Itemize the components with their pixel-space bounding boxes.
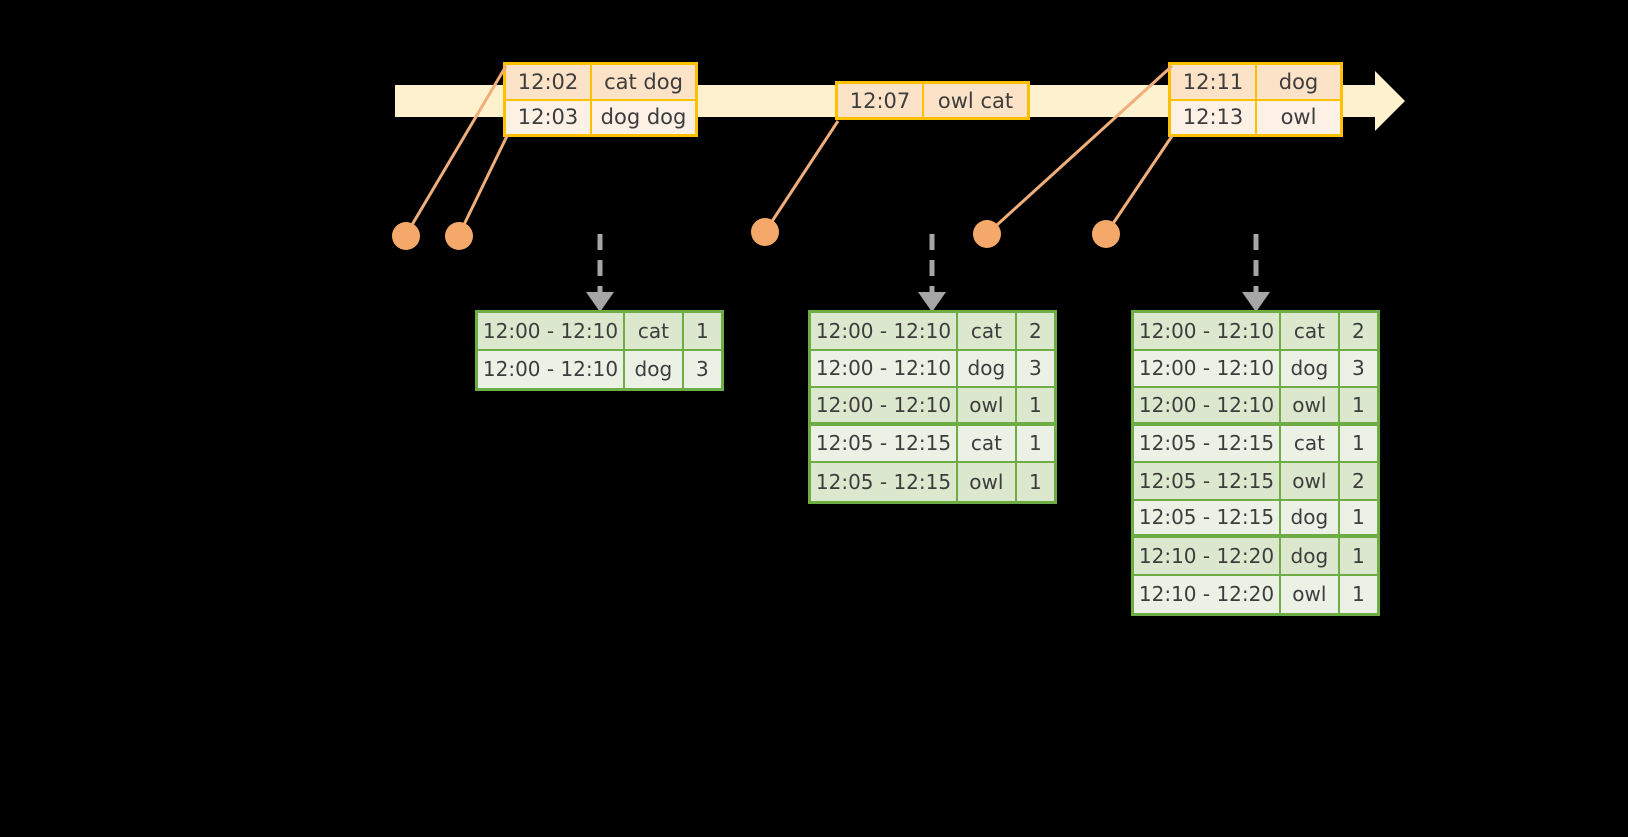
table-row: 12:05 - 12:15 cat 1 bbox=[811, 425, 1054, 463]
cell-count: 2 bbox=[1016, 313, 1054, 349]
cell-word: dog bbox=[1280, 350, 1340, 386]
event-markers bbox=[392, 218, 1120, 250]
cell-word: dog bbox=[624, 350, 684, 388]
dashed-arrows bbox=[597, 234, 1259, 292]
result-table-3[interactable]: 12:00 - 12:10 cat 2 12:00 - 12:10 dog 3 … bbox=[1131, 310, 1380, 616]
table-row: 12:05 - 12:15 owl 1 bbox=[811, 463, 1054, 501]
cell-window: 12:05 - 12:15 bbox=[1134, 425, 1281, 461]
event-words: owl bbox=[1257, 100, 1340, 134]
table-row: 12:05 - 12:15 dog 1 bbox=[1134, 500, 1377, 538]
result-table-2[interactable]: 12:00 - 12:10 cat 2 12:00 - 12:10 dog 3 … bbox=[808, 310, 1057, 504]
cell-word: owl bbox=[1280, 575, 1340, 613]
cell-word: dog bbox=[957, 350, 1017, 386]
connector-line-5 bbox=[1104, 135, 1174, 235]
cell-count: 1 bbox=[1339, 500, 1377, 534]
cell-window: 12:00 - 12:10 bbox=[478, 313, 625, 349]
event-words: dog bbox=[1257, 65, 1340, 99]
timeline-arrowhead bbox=[1375, 71, 1405, 131]
cell-word: cat bbox=[624, 313, 684, 349]
cell-word: owl bbox=[957, 388, 1017, 422]
dashed-arrowhead-1 bbox=[586, 292, 614, 312]
cell-count: 1 bbox=[1016, 425, 1054, 461]
table-row: 12:00 - 12:10 cat 1 bbox=[478, 313, 721, 351]
cell-count: 1 bbox=[1339, 575, 1377, 613]
cell-count: 1 bbox=[1339, 538, 1377, 574]
dashed-arrowhead-3 bbox=[1242, 292, 1270, 312]
event-row: 12:13 owl bbox=[1171, 98, 1340, 134]
connector-line-2 bbox=[457, 135, 509, 236]
table-row: 12:00 - 12:10 dog 3 bbox=[1134, 350, 1377, 388]
cell-window: 12:00 - 12:10 bbox=[478, 350, 625, 388]
cell-window: 12:00 - 12:10 bbox=[1134, 350, 1281, 386]
event-box-2[interactable]: 12:07 owl cat bbox=[835, 81, 1030, 120]
event-time: 12:03 bbox=[506, 100, 592, 134]
table-row: 12:00 - 12:10 owl 1 bbox=[1134, 388, 1377, 426]
cell-word: owl bbox=[957, 463, 1017, 501]
cell-window: 12:00 - 12:10 bbox=[811, 388, 958, 422]
event-marker-2[interactable] bbox=[445, 222, 473, 250]
dashed-arrowheads bbox=[586, 292, 1270, 312]
cell-count: 3 bbox=[1016, 350, 1054, 386]
cell-window: 12:10 - 12:20 bbox=[1134, 575, 1281, 613]
event-row: 12:07 owl cat bbox=[838, 84, 1027, 117]
table-row: 12:00 - 12:10 dog 3 bbox=[811, 350, 1054, 388]
table-row: 12:05 - 12:15 cat 1 bbox=[1134, 425, 1377, 463]
event-row: 12:03 dog dog bbox=[506, 98, 695, 134]
cell-window: 12:05 - 12:15 bbox=[811, 425, 958, 461]
cell-word: cat bbox=[1280, 313, 1340, 349]
cell-window: 12:00 - 12:10 bbox=[1134, 388, 1281, 422]
cell-word: owl bbox=[1280, 463, 1340, 499]
cell-count: 1 bbox=[683, 313, 721, 349]
dashed-arrowhead-2 bbox=[918, 292, 946, 312]
cell-count: 1 bbox=[1339, 425, 1377, 461]
event-marker-5[interactable] bbox=[1092, 220, 1120, 248]
table-row: 12:00 - 12:10 owl 1 bbox=[811, 388, 1054, 426]
cell-count: 1 bbox=[1016, 463, 1054, 501]
event-box-1[interactable]: 12:02 cat dog 12:03 dog dog bbox=[503, 62, 698, 137]
cell-window: 12:00 - 12:10 bbox=[811, 313, 958, 349]
cell-count: 3 bbox=[1339, 350, 1377, 386]
event-time: 12:02 bbox=[506, 65, 592, 99]
cell-count: 2 bbox=[1339, 463, 1377, 499]
table-row: 12:00 - 12:10 dog 3 bbox=[478, 350, 721, 388]
event-words: owl cat bbox=[924, 84, 1027, 117]
connector-line-3 bbox=[763, 120, 840, 233]
cell-window: 12:05 - 12:15 bbox=[1134, 500, 1281, 534]
cell-count: 1 bbox=[1016, 388, 1054, 422]
cell-word: dog bbox=[1280, 500, 1340, 534]
result-table-1[interactable]: 12:00 - 12:10 cat 1 12:00 - 12:10 dog 3 bbox=[475, 310, 724, 391]
event-box-3[interactable]: 12:11 dog 12:13 owl bbox=[1168, 62, 1343, 137]
cell-window: 12:00 - 12:10 bbox=[1134, 313, 1281, 349]
event-marker-3[interactable] bbox=[751, 218, 779, 246]
table-row: 12:00 - 12:10 cat 2 bbox=[811, 313, 1054, 351]
table-row: 12:00 - 12:10 cat 2 bbox=[1134, 313, 1377, 351]
table-row: 12:05 - 12:15 owl 2 bbox=[1134, 463, 1377, 501]
cell-word: cat bbox=[957, 425, 1017, 461]
cell-word: owl bbox=[1280, 388, 1340, 422]
event-row: 12:02 cat dog bbox=[506, 65, 695, 99]
event-time: 12:13 bbox=[1171, 100, 1257, 134]
event-words: dog dog bbox=[592, 100, 695, 134]
table-row: 12:10 - 12:20 owl 1 bbox=[1134, 575, 1377, 613]
event-marker-1[interactable] bbox=[392, 222, 420, 250]
cell-window: 12:10 - 12:20 bbox=[1134, 538, 1281, 574]
event-words: cat dog bbox=[592, 65, 695, 99]
event-marker-4[interactable] bbox=[973, 220, 1001, 248]
cell-word: cat bbox=[1280, 425, 1340, 461]
event-row: 12:11 dog bbox=[1171, 65, 1340, 99]
event-time: 12:07 bbox=[838, 84, 924, 117]
cell-word: dog bbox=[1280, 538, 1340, 574]
cell-count: 1 bbox=[1339, 388, 1377, 422]
cell-count: 2 bbox=[1339, 313, 1377, 349]
table-row: 12:10 - 12:20 dog 1 bbox=[1134, 538, 1377, 576]
cell-count: 3 bbox=[683, 350, 721, 388]
event-time: 12:11 bbox=[1171, 65, 1257, 99]
cell-window: 12:05 - 12:15 bbox=[811, 463, 958, 501]
cell-window: 12:05 - 12:15 bbox=[1134, 463, 1281, 499]
cell-window: 12:00 - 12:10 bbox=[811, 350, 958, 386]
cell-word: cat bbox=[957, 313, 1017, 349]
